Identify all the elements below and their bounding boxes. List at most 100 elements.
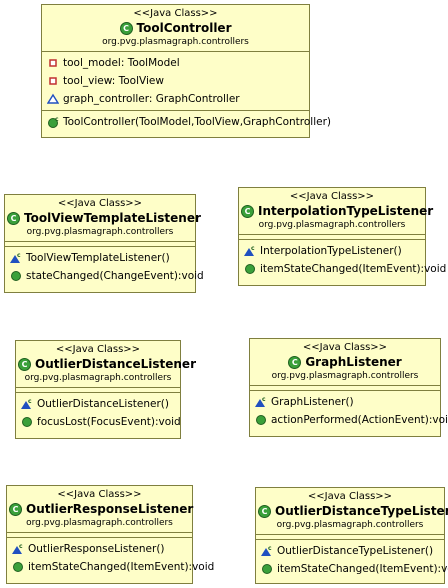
methods-section: c ToolController(ToolModel,ToolView,Grap… bbox=[42, 110, 331, 133]
package-constructor-icon: c bbox=[12, 543, 23, 554]
svg-text:c: c bbox=[17, 252, 21, 259]
class-stereotype: <<Java Class>> bbox=[133, 8, 218, 19]
field-row: tool_model: ToolModel bbox=[47, 54, 304, 72]
svg-text:c: c bbox=[251, 245, 255, 252]
class-stereotype: <<Java Class>> bbox=[57, 198, 143, 209]
private-field-icon bbox=[49, 59, 57, 67]
methods-section: c OutlierDistanceListener() focusLost(Fo… bbox=[16, 392, 181, 433]
svg-text:c: c bbox=[19, 543, 23, 550]
class-box-interpolationtypelistener[interactable]: <<Java Class>> C InterpolationTypeListene… bbox=[238, 187, 446, 286]
method-text: focusLost(FocusEvent):void bbox=[37, 416, 181, 428]
fields-section bbox=[256, 534, 444, 539]
class-name: ToolController bbox=[136, 21, 232, 35]
package-constructor-icon: c bbox=[261, 545, 272, 556]
method-text: ToolController(ToolModel,ToolView,GraphC… bbox=[63, 116, 332, 128]
method-text: itemStateChanged(ItemEvent):void bbox=[277, 563, 448, 575]
class-name: OutlierResponseListener bbox=[26, 502, 194, 516]
class-icon: C bbox=[241, 205, 254, 218]
class-name: OutlierDistanceTypeListener bbox=[275, 504, 448, 518]
method-row: c OutlierResponseListener() bbox=[12, 540, 187, 558]
methods-section: c ToolViewTemplateListener() stateChange… bbox=[5, 246, 204, 287]
fields-section: tool_model: ToolModel tool_view: ToolVie… bbox=[42, 51, 309, 110]
class-header: <<Java Class>> C OutlierDistanceTypeListe… bbox=[256, 488, 448, 534]
package-constructor-icon: c bbox=[244, 245, 255, 256]
method-row: c GraphListener() bbox=[255, 393, 435, 411]
method-text: itemStateChanged(ItemEvent):void bbox=[28, 561, 215, 573]
class-name: OutlierDistanceListener bbox=[35, 357, 196, 371]
class-icon: C bbox=[288, 356, 302, 369]
method-row: c OutlierDistanceTypeListener() bbox=[261, 542, 439, 560]
fields-section bbox=[7, 532, 192, 537]
class-package: org.pvg.plasmagraph.controllers bbox=[276, 520, 424, 530]
class-package: org.pvg.plasmagraph.controllers bbox=[24, 373, 172, 383]
field-text: tool_view: ToolView bbox=[63, 75, 164, 87]
public-method-icon bbox=[245, 264, 255, 274]
class-stereotype: <<Java Class>> bbox=[55, 344, 141, 355]
method-text: GraphListener() bbox=[271, 396, 354, 408]
method-row: actionPerformed(ActionEvent):void bbox=[255, 411, 448, 429]
package-constructor-icon: c bbox=[21, 398, 32, 409]
svg-text:c: c bbox=[28, 398, 32, 405]
public-method-icon bbox=[11, 271, 21, 281]
methods-section: c OutlierDistanceTypeListener() itemStat… bbox=[256, 539, 448, 580]
method-row: c ToolController(ToolModel,ToolView,Grap… bbox=[47, 113, 331, 131]
public-method-icon bbox=[256, 415, 266, 425]
method-row: stateChanged(ChangeEvent):void bbox=[10, 267, 204, 285]
class-package: org.pvg.plasmagraph.controllers bbox=[26, 518, 173, 528]
class-package: org.pvg.plasmagraph.controllers bbox=[258, 220, 406, 230]
svg-text:c: c bbox=[262, 396, 266, 403]
method-text: ToolViewTemplateListener() bbox=[26, 252, 170, 264]
field-text: graph_controller: GraphController bbox=[63, 93, 240, 105]
class-stereotype: <<Java Class>> bbox=[57, 489, 142, 500]
class-name: InterpolationTypeListener bbox=[258, 204, 434, 218]
field-row: graph_controller: GraphController bbox=[47, 90, 304, 108]
fields-section bbox=[250, 385, 440, 390]
class-name: GraphListener bbox=[305, 355, 402, 369]
class-icon: C bbox=[258, 505, 271, 518]
class-stereotype: <<Java Class>> bbox=[302, 342, 388, 353]
class-box-outlierdistancetypelistener[interactable]: <<Java Class>> C OutlierDistanceTypeListe… bbox=[255, 487, 448, 584]
private-field-icon bbox=[49, 77, 57, 85]
method-row: c ToolViewTemplateListener() bbox=[10, 249, 190, 267]
class-header: <<Java Class>> C InterpolationTypeListene… bbox=[239, 188, 433, 234]
class-package: org.pvg.plasmagraph.controllers bbox=[271, 371, 419, 381]
class-icon: C bbox=[18, 358, 31, 371]
method-text: OutlierDistanceTypeListener() bbox=[277, 545, 434, 557]
class-stereotype: <<Java Class>> bbox=[307, 491, 393, 502]
method-text: actionPerformed(ActionEvent):void bbox=[271, 414, 448, 426]
method-row: focusLost(FocusEvent):void bbox=[21, 413, 181, 431]
field-row: tool_view: ToolView bbox=[47, 72, 304, 90]
public-constructor-icon: c bbox=[48, 116, 59, 128]
svg-text:c: c bbox=[268, 545, 272, 552]
method-row: c InterpolationTypeListener() bbox=[244, 242, 420, 260]
method-row: itemStateChanged(ItemEvent):void bbox=[261, 560, 448, 578]
class-icon: C bbox=[9, 503, 22, 516]
method-row: c OutlierDistanceListener() bbox=[21, 395, 175, 413]
method-text: OutlierResponseListener() bbox=[28, 543, 165, 555]
method-text: InterpolationTypeListener() bbox=[260, 245, 402, 257]
public-method-icon bbox=[13, 562, 23, 572]
methods-section: c InterpolationTypeListener() itemStateC… bbox=[239, 239, 446, 280]
package-constructor-icon: c bbox=[10, 252, 21, 263]
class-stereotype: <<Java Class>> bbox=[289, 191, 375, 202]
method-row: itemStateChanged(ItemEvent):void bbox=[12, 558, 214, 576]
fields-section bbox=[16, 387, 180, 392]
class-icon: C bbox=[119, 22, 133, 35]
class-package: org.pvg.plasmagraph.controllers bbox=[26, 227, 174, 237]
public-method-icon bbox=[262, 564, 272, 574]
method-text: itemStateChanged(ItemEvent):void bbox=[260, 263, 447, 275]
package-constructor-icon: c bbox=[255, 396, 266, 407]
fields-section bbox=[239, 234, 425, 239]
svg-text:c: c bbox=[55, 116, 59, 123]
method-text: OutlierDistanceListener() bbox=[37, 398, 169, 410]
